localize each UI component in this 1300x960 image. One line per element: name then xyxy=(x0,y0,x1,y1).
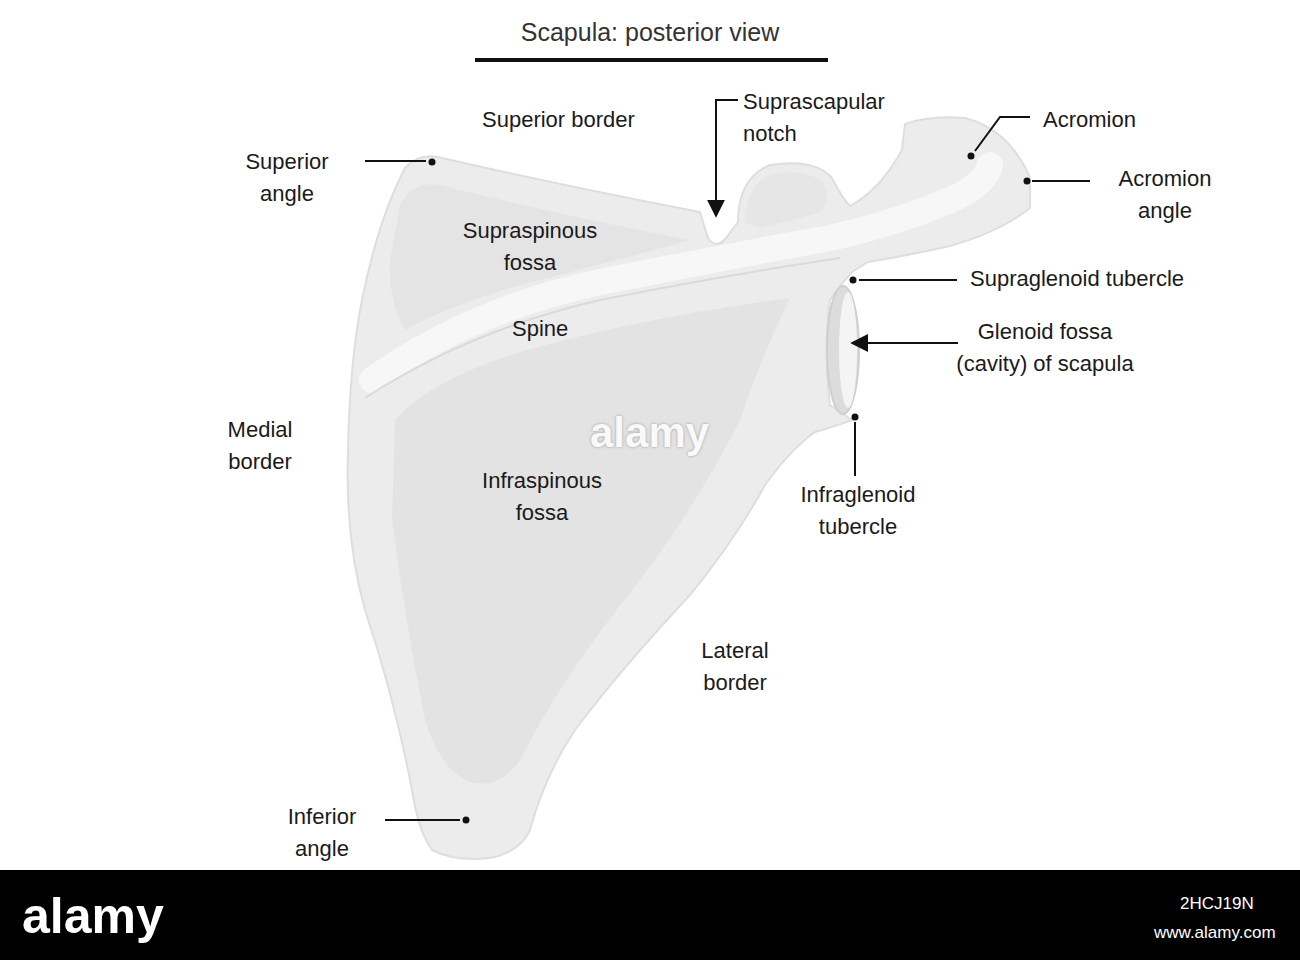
part-label: Superior angle xyxy=(237,146,337,210)
leader-dots xyxy=(429,153,1031,824)
image-id: 2HCJ19N xyxy=(1180,893,1254,915)
part-label: Acromion angle xyxy=(1100,163,1230,227)
leader-lines xyxy=(365,100,1090,820)
glenoid-fossa xyxy=(827,286,859,414)
coracoid-process xyxy=(745,172,827,228)
part-label: Supraglenoid tubercle xyxy=(970,263,1184,295)
part-label: Spine xyxy=(512,313,568,345)
part-label: Glenoid fossa (cavity) of scapula xyxy=(945,316,1145,380)
title-underline xyxy=(475,58,828,62)
spine-edge xyxy=(365,258,840,398)
footer-url: www.alamy.com xyxy=(1154,922,1276,944)
scapular-spine xyxy=(372,165,990,380)
footer-logo: alamy xyxy=(22,888,164,944)
part-label: Acromion xyxy=(1043,104,1136,136)
part-label: Medial border xyxy=(210,414,310,478)
part-label: Infraspinous fossa xyxy=(462,465,622,529)
footer-bar xyxy=(0,870,1300,960)
part-label: Suprascapular notch xyxy=(743,86,903,150)
part-label: Supraspinous fossa xyxy=(445,215,615,279)
part-label: Inferior angle xyxy=(272,801,372,865)
part-label: Lateral border xyxy=(685,635,785,699)
glenoid-rim xyxy=(839,292,857,408)
part-label: Infraglenoid tubercle xyxy=(778,479,938,543)
diagram-title: Scapula: posterior view xyxy=(0,14,1300,50)
part-label: Superior border xyxy=(482,104,635,136)
watermark: alamy xyxy=(590,410,709,456)
scapula-bone xyxy=(348,117,1030,859)
infraspinous-fossa-shade xyxy=(392,298,790,784)
